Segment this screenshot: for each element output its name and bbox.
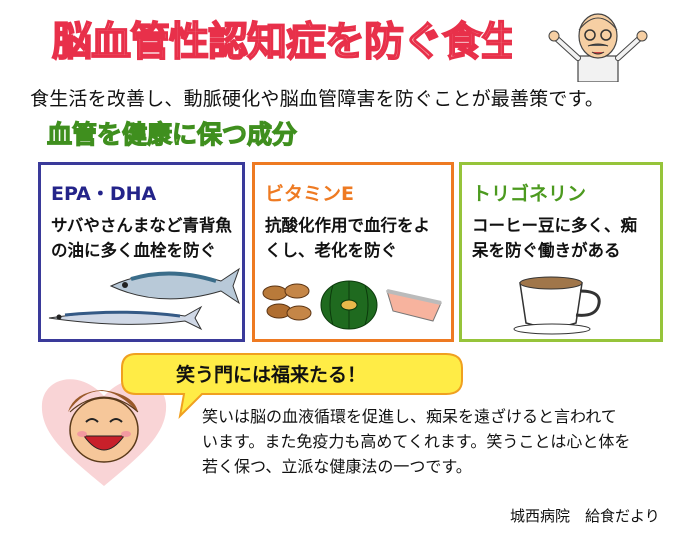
section-heading-text: 血管を健康に保つ成分 xyxy=(47,120,297,149)
card-text: サバやさんまなど青背魚の油に多く血栓を防ぐ xyxy=(51,216,232,260)
card-text: 抗酸化作用で血行をよくし、老化を防ぐ xyxy=(265,216,430,260)
card-title: EPA・DHA xyxy=(51,183,157,205)
fish-illustration xyxy=(109,267,240,305)
page-title: 脳血管性認知症を防ぐ食生活 xyxy=(52,19,512,65)
card-vitamin-e: ビタミンE 抗酸化作用で血行をよくし、老化を防ぐ xyxy=(252,162,454,342)
subtitle: 食生活を改善し、動脈硬化や脳血管障害を防ぐことが最善策です。 xyxy=(30,88,605,110)
card-title: トリゴネリン xyxy=(472,183,587,205)
card-trigonelline: トリゴネリン コーヒー豆に多く、痴呆を防ぐ働きがある xyxy=(459,162,663,342)
coffee-cup-illustration xyxy=(513,276,601,335)
card-title: ビタミンE xyxy=(265,183,354,205)
doctor-illustration xyxy=(548,13,648,82)
speech-bubble xyxy=(121,353,463,419)
footer-credit: 城西病院 給食だより xyxy=(510,507,660,525)
almond-illustration xyxy=(262,283,312,321)
section-heading: 血管を健康に保つ成分 xyxy=(46,119,297,149)
card-epa-dha: EPA・DHA サバやさんまなど青背魚の油に多く血栓を防ぐ xyxy=(38,162,245,342)
laugh-heading: 笑う門には福来たる！ xyxy=(176,364,367,386)
heart-illustration xyxy=(41,379,167,486)
pumpkin-illustration xyxy=(320,280,378,330)
card-text: コーヒー豆に多く、痴呆を防ぐ働きがある xyxy=(472,216,637,260)
title-banner: 脳血管性認知症を防ぐ食生活 xyxy=(51,18,512,66)
salmon-illustration xyxy=(386,289,442,322)
saury-illustration xyxy=(48,305,203,331)
laughing-face-illustration xyxy=(68,390,139,463)
laugh-text: 笑いは脳の血液循環を促進し、痴呆を遠ざけると言われています。また免疫力も高めてく… xyxy=(202,407,631,476)
